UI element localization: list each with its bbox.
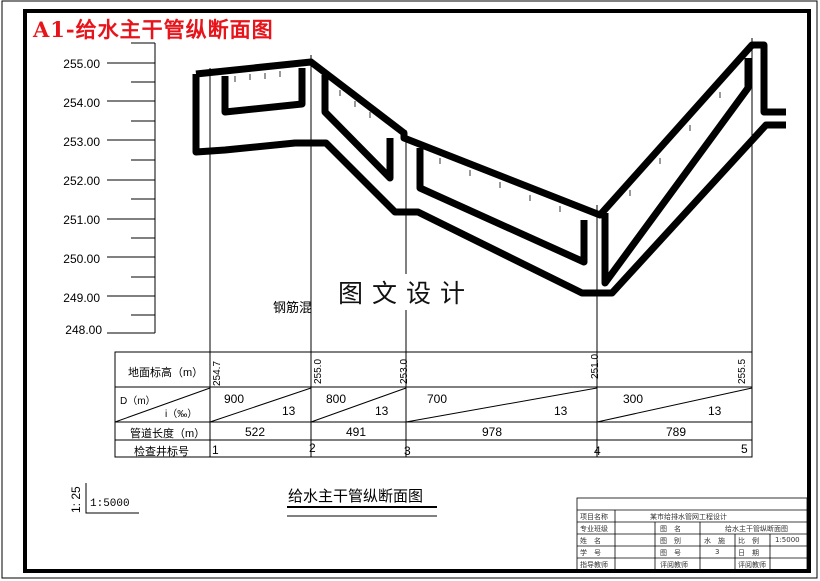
y-label: 248.00 (65, 323, 102, 337)
y-label: 253.00 (63, 135, 100, 149)
y-label: 250.00 (63, 252, 100, 266)
row-header-diameter: D（m） (120, 396, 156, 407)
segment-diameter: 700 (427, 392, 448, 406)
y-label: 252.00 (63, 174, 100, 188)
segment-diameter: 800 (326, 392, 347, 406)
manhole-number: 4 (594, 444, 601, 458)
segment-length: 491 (346, 425, 367, 439)
segment-diameter: 900 (224, 392, 245, 406)
inner-frame (23, 9, 811, 573)
tb-category: 水 施 (704, 537, 725, 545)
tb-dwgno: 3 (715, 548, 720, 556)
tb-name-label: 姓 名 (580, 537, 601, 545)
drawing-title: A1-给水主干管纵断面图 (33, 17, 274, 42)
tb-category-label: 图 别 (660, 537, 681, 545)
segment-length: 789 (666, 425, 687, 439)
material-label: 钢筋混 (273, 301, 313, 316)
segment-length: 522 (245, 425, 266, 439)
row-header-length: 管道长度（m） (130, 428, 206, 440)
drawing-caption: 给水主干管纵断面图 (288, 487, 424, 505)
tb-date-label: 日 期 (738, 549, 759, 557)
tb-studentno-label: 学 号 (580, 549, 601, 557)
ground-elevation: 251.0 (590, 353, 601, 379)
y-label: 255.00 (63, 57, 100, 71)
ground-elevation: 254.7 (212, 360, 223, 386)
profile-table-grid (114, 351, 753, 458)
tb-scale-label: 比 例 (738, 537, 759, 545)
tb-project-label: 项目名称 (580, 513, 608, 521)
segment-slope: 13 (708, 404, 722, 418)
title-block-grid (576, 497, 808, 572)
segment-slope: 13 (375, 404, 389, 418)
ground-hatch (234, 71, 721, 212)
tb-scale: 1:5000 (775, 536, 800, 544)
segment-slope: 13 (282, 404, 296, 418)
horizontal-scale: 1:5000 (90, 498, 130, 510)
tb-dwgname-label: 图 名 (660, 525, 681, 533)
tb-instructor-label: 指导教师 (580, 561, 608, 569)
tb-reviewer-label-2: 评阅教师 (738, 561, 766, 569)
tb-dwgname: 给水主干管纵断面图 (725, 525, 788, 533)
segment-diameter: 300 (623, 392, 644, 406)
tb-class-label: 专业班级 (580, 525, 608, 533)
tb-reviewer-label: 评阅教师 (660, 561, 688, 569)
elevation-axis (107, 42, 156, 334)
segment-slope: 13 (554, 404, 568, 418)
y-label: 251.00 (63, 213, 100, 227)
manhole-number: 3 (404, 444, 411, 458)
ground-elevation: 255.0 (313, 358, 324, 384)
manhole-number: 1 (212, 443, 219, 457)
row-header-ground: 地面标高（m） (128, 367, 204, 379)
pipe-profile (192, 41, 786, 297)
vertical-scale: 1: 25 (69, 486, 83, 513)
y-label: 254.00 (63, 96, 100, 110)
manhole-number: 2 (309, 441, 316, 455)
ground-elevation: 255.5 (737, 358, 748, 384)
tb-dwgno-label: 图 号 (660, 549, 681, 557)
row-header-slope: i（‰） (165, 409, 198, 420)
manhole-number: 5 (741, 442, 748, 456)
y-label: 249.00 (63, 291, 100, 305)
ground-elevation: 253.0 (399, 358, 410, 384)
tb-project-name: 某市给排水管网工程设计 (650, 513, 727, 521)
segment-length: 978 (482, 425, 503, 439)
watermark: 图文设计 (336, 274, 477, 310)
row-header-manhole: 检查井标号 (134, 446, 189, 458)
